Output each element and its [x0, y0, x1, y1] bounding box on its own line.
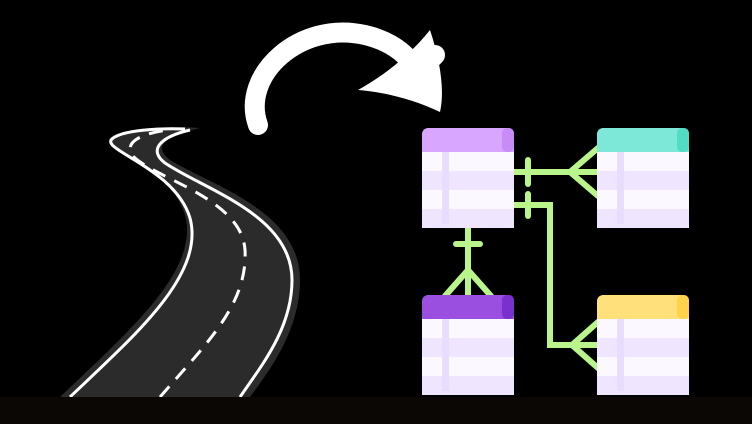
road-icon	[60, 127, 300, 399]
crowfoot-bottom-right-b	[569, 342, 601, 371]
crowfoot-top-right-b	[567, 169, 601, 199]
table-header-accent	[502, 295, 514, 319]
table-row	[597, 209, 689, 228]
table-header-accent	[502, 128, 514, 152]
table-row	[422, 209, 514, 228]
table-header	[597, 128, 689, 152]
table-column-divider	[442, 319, 449, 391]
table-column-divider	[617, 152, 624, 224]
table-bottom-right	[597, 295, 689, 395]
table-header	[422, 128, 514, 152]
table-header	[597, 295, 689, 319]
table-header	[422, 295, 514, 319]
road-right-edge	[155, 128, 294, 398]
table-header-accent	[677, 295, 689, 319]
entity-relationship-diagram-icon	[422, 128, 689, 395]
arrow-head	[358, 30, 442, 112]
connector-side	[510, 202, 601, 348]
table-bottom-left	[422, 295, 514, 395]
table-row	[422, 171, 514, 190]
table-top-left	[422, 128, 514, 228]
crowfoot-bottom-left-a	[442, 267, 471, 299]
road-surface	[60, 127, 300, 397]
crowfoot-bottom-right-a	[569, 319, 601, 348]
bottom-strip	[0, 397, 752, 424]
table-row	[422, 376, 514, 395]
table-column-divider	[442, 152, 449, 224]
table-row	[422, 338, 514, 357]
road-center-dashes	[128, 128, 247, 398]
table-top-right	[597, 128, 689, 228]
table-header-accent	[677, 128, 689, 152]
connectors	[442, 145, 601, 371]
road-left-edge	[68, 127, 194, 399]
table-row	[597, 171, 689, 190]
table-row	[597, 376, 689, 395]
crowfoot-bottom-left-b	[465, 267, 494, 299]
table-row	[597, 338, 689, 357]
table-column-divider	[617, 319, 624, 391]
crowfoot-top-right-a	[567, 145, 601, 175]
tables-layer	[422, 128, 689, 395]
curved-arrow-icon	[244, 22, 445, 135]
